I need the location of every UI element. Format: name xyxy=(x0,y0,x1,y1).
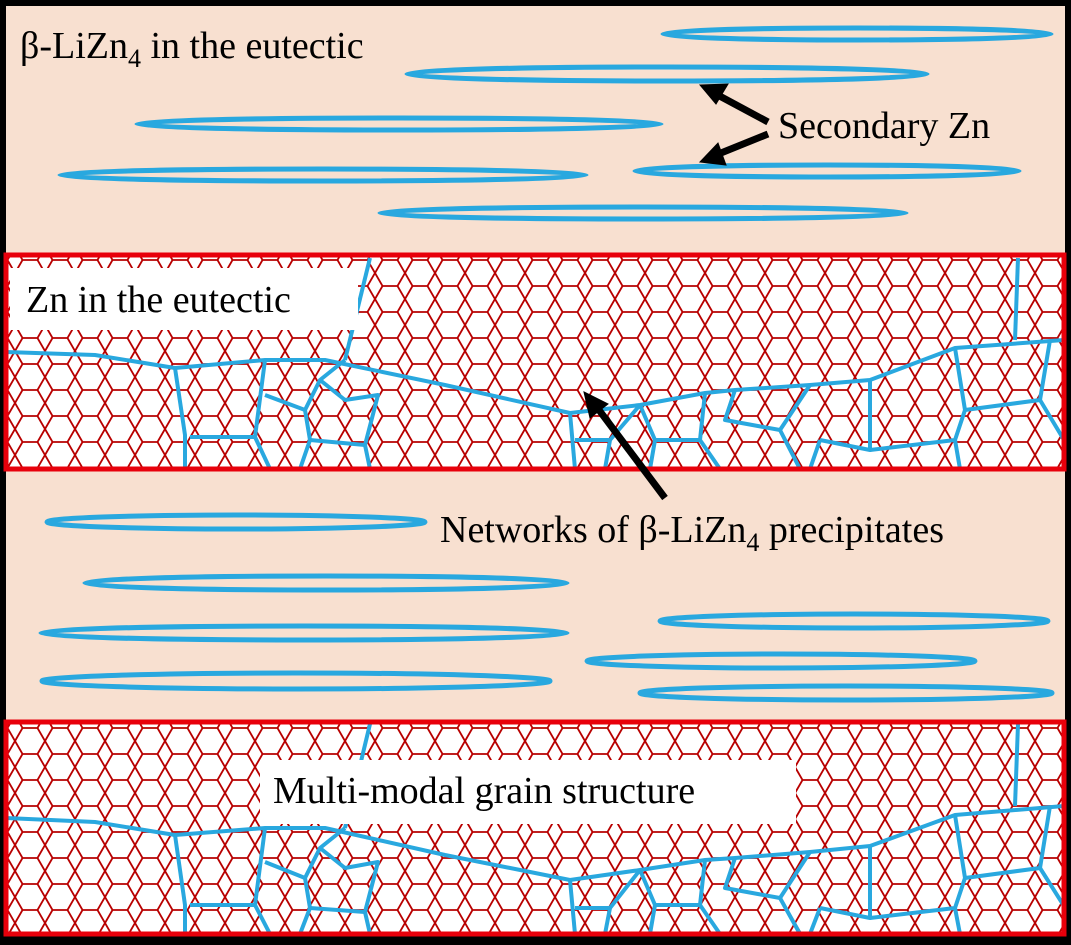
label-secondary-zn: Secondary Zn xyxy=(778,105,990,147)
zn-grain-band-lower xyxy=(3,719,1067,937)
zn-lamella xyxy=(657,611,1051,631)
zn-lamella xyxy=(632,162,1022,180)
arrowhead xyxy=(583,391,609,419)
zn-lamella xyxy=(82,573,570,593)
arrow-networks xyxy=(593,403,668,501)
zn-lamella xyxy=(39,670,553,692)
zn-lamella xyxy=(584,651,978,671)
arrowhead xyxy=(698,142,727,166)
secondary-zn-lamellae-middle xyxy=(38,512,1055,703)
arrow-secondary-zn-upper xyxy=(712,89,770,126)
zn-lamella xyxy=(38,623,570,643)
secondary-zn-lamellae-top xyxy=(57,25,1054,222)
zn-lamella xyxy=(637,683,1055,703)
zn-lamella xyxy=(44,512,428,532)
beta-lizn4-network-lower xyxy=(6,723,1064,934)
zn-lamella xyxy=(660,25,1054,43)
arrow-secondary-zn-lower xyxy=(714,130,770,159)
label-zn-eutectic: Zn in the eutectic xyxy=(26,279,291,321)
label-box-multimodal xyxy=(260,760,796,824)
label-box-zn-eutectic xyxy=(10,268,358,330)
zn-lamella xyxy=(404,64,930,84)
label-beta-lizn4-eutectic: β-LiZn4 in the eutectic xyxy=(20,25,364,73)
zn-lamella xyxy=(57,166,589,184)
zn-lamella xyxy=(377,204,909,222)
annotation-arrows xyxy=(583,83,770,501)
label-multimodal: Multi-modal grain structure xyxy=(273,770,695,812)
arrowhead xyxy=(698,83,729,105)
label-networks: Networks of β-LiZn4 precipitates xyxy=(440,509,944,557)
zn-lamella xyxy=(134,115,664,133)
